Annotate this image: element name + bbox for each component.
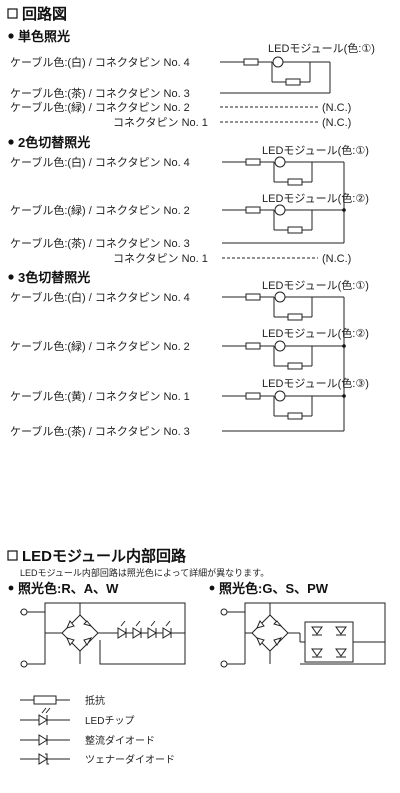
internal-circuit-left [20,602,186,668]
three-row-3: ケーブル色:(黄) / コネクタピン No. 1 [10,389,190,403]
single-row-3: ケーブル色:(緑) / コネクタピン No. 2 [10,100,190,114]
single-row-4: コネクタピン No. 1 [113,116,208,129]
junction-dot [342,344,346,348]
bullet-icon [8,274,14,280]
junction-dot [342,208,346,212]
two-module-1-label: LEDモジュール(色:①) [262,143,369,157]
circuit-title: 回路図 [22,5,67,23]
bullet-icon [8,139,14,145]
three-led-module-3 [221,390,333,420]
checkbox-icon [7,550,18,561]
two-module-2-label: LEDモジュール(色:②) [262,191,369,205]
legend-zener: ツェナーダイオード [85,753,175,766]
three-module-3-label: LEDモジュール(色:③) [262,376,369,390]
single-module-label: LEDモジュール(色:①) [268,41,375,55]
three-row-1: ケーブル色:(白) / コネクタピン No. 4 [10,290,190,304]
left-heading: 照光色:R、A、W [18,581,119,596]
bullet-icon [8,585,14,591]
two-row-3: ケーブル色:(茶) / コネクタピン No. 3 [10,236,190,250]
legend: 抵抗 LEDチップ 整流ダイオード ツェナーダイオード [20,694,175,766]
single-row-2: ケーブル色:(茶) / コネクタピン No. 3 [10,86,190,100]
right-heading: 照光色:G、S、PW [219,581,329,596]
two-led-module-2 [221,204,333,234]
bullet-icon [8,33,14,39]
three-row-2: ケーブル色:(緑) / コネクタピン No. 2 [10,339,190,353]
single-nc-2: (N.C.) [322,117,351,129]
internal-note: LEDモジュール内部回路は照光色によって詳細が異なります。 [20,567,269,578]
two-nc: (N.C.) [322,253,351,265]
two-row-4: コネクタピン No. 1 [113,252,208,265]
three-row-4: ケーブル色:(茶) / コネクタピン No. 3 [10,424,190,438]
two-led-module-1 [221,156,333,186]
three-module-1-label: LEDモジュール(色:①) [262,278,369,292]
two-heading: 2色切替照光 [18,135,90,150]
three-module-2-label: LEDモジュール(色:②) [262,326,369,340]
single-nc-1: (N.C.) [322,102,351,114]
legend-led-chip: LEDチップ [85,715,134,727]
two-row-2: ケーブル色:(緑) / コネクタピン No. 2 [10,203,190,217]
three-heading: 3色切替照光 [18,270,90,285]
checkbox-icon [7,8,18,19]
single-led-module [219,56,331,86]
bullet-icon [209,585,215,591]
three-led-module-2 [221,340,333,370]
legend-resistor: 抵抗 [85,694,105,707]
internal-title: LEDモジュール内部回路 [22,547,187,565]
junction-dot [342,394,346,398]
internal-circuit-right [220,602,386,668]
single-heading: 単色照光 [18,29,70,44]
three-led-module-1 [221,291,333,321]
single-row-1: ケーブル色:(白) / コネクタピン No. 4 [10,55,190,69]
legend-rectifier: 整流ダイオード [85,734,155,747]
two-row-1: ケーブル色:(白) / コネクタピン No. 4 [10,155,190,169]
